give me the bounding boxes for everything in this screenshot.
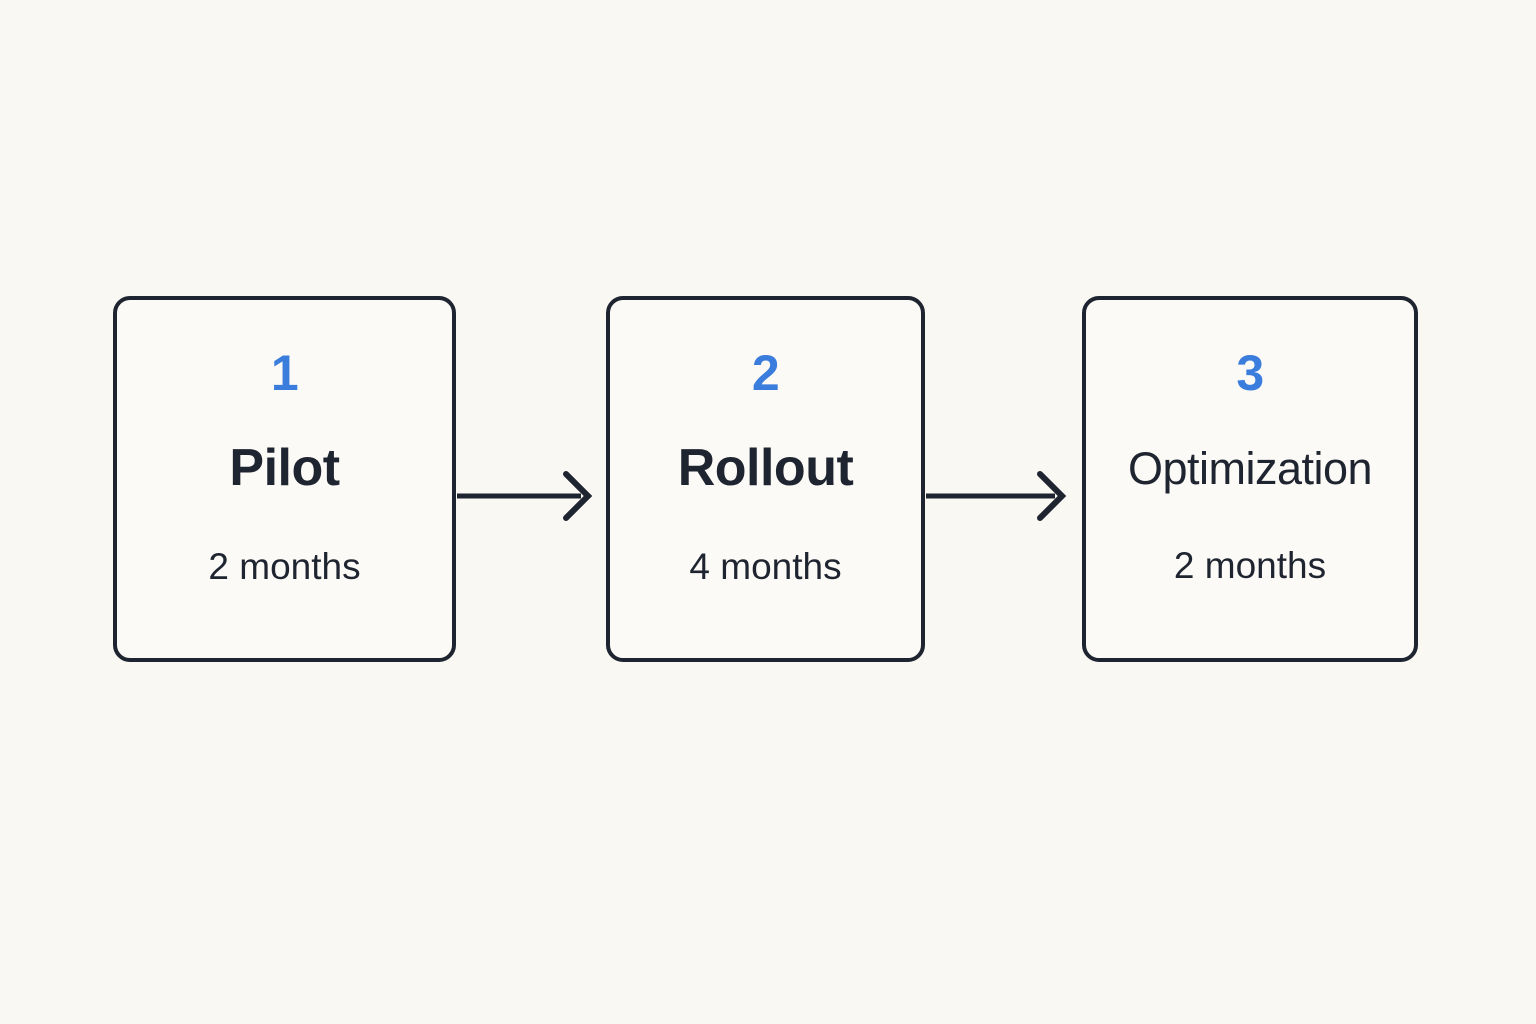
phase-card-2[interactable]: 2 Rollout 4 months	[606, 296, 925, 662]
arrow-right-icon	[926, 471, 1067, 521]
phase-card-3[interactable]: 3 Optimization 2 months	[1082, 296, 1418, 662]
phase-flow-row: 1 Pilot 2 months 2 Rollout 4 months 3 Op…	[113, 296, 1418, 662]
phase-title-3: Optimization	[1127, 443, 1373, 494]
phase-title-1: Pilot	[229, 439, 340, 497]
phase-duration-3: 2 months	[1173, 545, 1327, 586]
phase-number-3: 3	[1236, 345, 1264, 401]
phase-number-1: 1	[270, 345, 299, 401]
phase-title-2: Rollout	[677, 439, 854, 497]
phase-card-1[interactable]: 1 Pilot 2 months	[113, 296, 456, 662]
phase-duration-1: 2 months	[208, 546, 361, 587]
phase-duration-2: 4 months	[689, 546, 842, 587]
arrow-right-icon	[457, 471, 593, 521]
phase-number-2: 2	[751, 345, 780, 401]
